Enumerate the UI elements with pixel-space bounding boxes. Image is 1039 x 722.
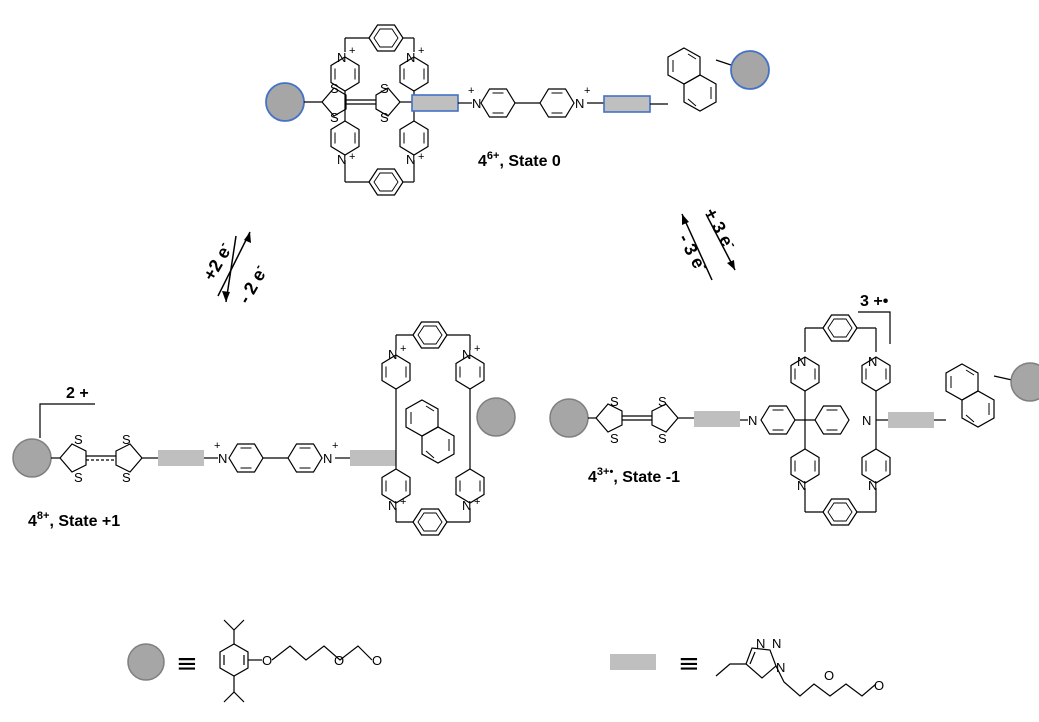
charge-plus: + (474, 496, 480, 508)
state-0-label: 46+, State 0 (478, 150, 561, 170)
oxygen-atom: O (334, 653, 344, 668)
sulfur-atom: S (380, 110, 389, 125)
nitrogen-atom: N (462, 498, 471, 513)
charge-bracket (39, 403, 95, 438)
sulfur-atom: S (74, 470, 83, 485)
nitrogen-atom: N (868, 478, 877, 493)
legend-linker: ≡ N N N O O (610, 636, 884, 697)
triazole-linker-rect (158, 450, 204, 466)
nitrogen-atom: N (776, 660, 785, 675)
triazole-linker-rect (603, 95, 651, 113)
sulfur-atom: S (74, 432, 83, 447)
charge-plus: + (468, 85, 474, 97)
nitrogen-atom: N (862, 413, 871, 428)
charge-plus: + (584, 85, 590, 97)
state-plus1-label: 48+, State +1 (28, 510, 120, 530)
stopper-circle (12, 438, 52, 478)
naphthalene-unit (667, 47, 717, 112)
equivalence-symbol: ≡ (176, 649, 198, 679)
triazole-linker-rect (610, 654, 656, 670)
nitrogen-atom: N (388, 498, 397, 513)
ttf-unit (51, 443, 158, 473)
oxygen-atom: O (262, 653, 272, 668)
charge-plus: + (349, 45, 355, 57)
oxygen-atom: O (824, 668, 834, 683)
triazole-linker-rect (888, 412, 934, 428)
sulfur-atom: S (330, 110, 339, 125)
stopper-circle (549, 398, 589, 438)
legend-stopper: ≡ O O O (127, 619, 382, 703)
right-redox-arrows: + 3 e- - 3 e- (674, 204, 741, 281)
nitrogen-atom: N (756, 636, 765, 651)
state-minus1-structure: 3 +• S S S S N (549, 293, 1039, 526)
triazole-linker-structure (715, 647, 877, 697)
sulfur-atom: S (658, 431, 667, 446)
triazole-linker-rect (694, 411, 740, 427)
stopper-circle (730, 50, 770, 90)
oxygen-atom: O (874, 678, 884, 693)
nitrogen-atom: N (575, 96, 584, 111)
nitrogen-atom: N (797, 354, 806, 369)
bipyridinium-unit (480, 88, 575, 118)
nitrogen-atom: N (337, 152, 346, 167)
oxygen-atom: O (372, 653, 382, 668)
stopper-circle (1010, 362, 1039, 402)
sulfur-atom: S (658, 394, 667, 409)
state-minus1-label: 43+•, State -1 (588, 466, 680, 486)
stopper-circle (265, 82, 305, 122)
charge-bracket-label: 2 + (66, 385, 89, 402)
stopper-circle (127, 643, 165, 681)
charge-bracket-label: 3 +• (860, 293, 889, 310)
sulfur-atom: S (122, 432, 131, 447)
cyclophane-ring (330, 24, 429, 196)
stopper-circle (476, 397, 516, 437)
nitrogen-atom: N (218, 451, 227, 466)
nitrogen-atom: N (388, 347, 397, 362)
state-plus1-structure: 2 + S S S S N + N + (12, 321, 516, 536)
nitrogen-atom: N (772, 636, 781, 651)
nitrogen-atom: N (406, 50, 415, 65)
nitrogen-atom: N (406, 152, 415, 167)
nitrogen-atom: N (337, 50, 346, 65)
equivalence-symbol: ≡ (678, 649, 700, 679)
nitrogen-atom: N (472, 96, 481, 111)
nitrogen-atom: N (748, 413, 757, 428)
nitrogen-atom: N (323, 451, 332, 466)
charge-plus: + (400, 496, 406, 508)
state-0-structure: S S S S N + N + N + N + (265, 24, 770, 196)
triazole-linker-rect (350, 450, 396, 466)
sulfur-atom: S (330, 81, 339, 96)
sulfur-atom: S (122, 470, 131, 485)
ttf-unit (304, 87, 412, 117)
sulfur-atom: S (610, 431, 619, 446)
nitrogen-atom: N (797, 478, 806, 493)
triazole-linker-rect (411, 94, 459, 112)
charge-plus: + (214, 440, 220, 452)
bipyridinium-unit (228, 443, 323, 473)
charge-plus: + (349, 151, 355, 163)
charge-plus: + (400, 343, 406, 355)
left-reverse-label: - 2 e- (232, 261, 271, 307)
charge-plus: + (418, 45, 424, 57)
charge-plus: + (474, 343, 480, 355)
left-redox-arrows: +2 e- - 2 e- (199, 231, 271, 307)
cyclophane-ring (381, 321, 485, 536)
nitrogen-atom: N (462, 347, 471, 362)
naphthalene-unit (405, 399, 455, 464)
sulfur-atom: S (380, 81, 389, 96)
charge-plus: + (418, 151, 424, 163)
aryl-ether-stopper-structure (219, 619, 373, 703)
charge-bracket (858, 311, 891, 344)
ttf-unit (588, 403, 694, 433)
naphthalene-unit (945, 363, 995, 428)
right-forward-label: + 3 e- (700, 204, 740, 254)
charge-plus: + (332, 440, 338, 452)
nitrogen-atom: N (868, 354, 877, 369)
sulfur-atom: S (610, 394, 619, 409)
